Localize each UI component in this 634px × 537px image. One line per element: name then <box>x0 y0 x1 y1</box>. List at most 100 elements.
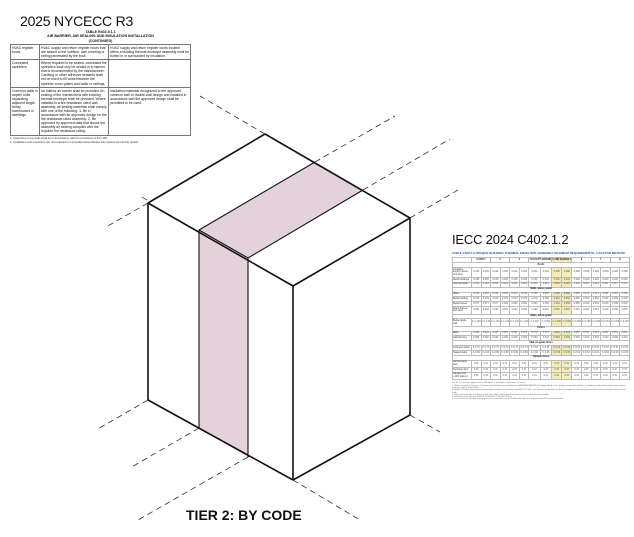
highlight-front-band <box>199 230 248 457</box>
table-cell: 0.051 <box>581 305 592 315</box>
table-cell: 0.31 <box>590 359 602 369</box>
table-cell-air: Where required to be sealed, concealed f… <box>39 59 109 88</box>
table-cell: 0.028 <box>551 266 563 279</box>
table-cell: 0.31 <box>509 371 520 381</box>
table-cell: 0.31 <box>490 359 501 369</box>
table-cell: 0.039 <box>480 266 492 279</box>
table-cell: 0.051 <box>561 305 573 315</box>
table-cell: 0.028 <box>619 266 630 279</box>
table-cell: 0.036 <box>609 305 621 315</box>
band-edge <box>198 229 249 259</box>
table-cell: 0.31 <box>528 359 541 369</box>
table-cell: C-0.092 <box>571 318 582 327</box>
table-cell: 0.064 <box>509 305 520 315</box>
table-cell: C-0.063 <box>600 318 611 327</box>
table-cell: 0.039 <box>499 266 511 279</box>
table-cell: 0.31 <box>561 359 573 369</box>
table-cell: 0.31 <box>600 359 611 369</box>
guide-line <box>409 189 459 219</box>
table-cell: 0.31 <box>539 359 553 369</box>
table-cell: C-1.140 <box>490 318 501 327</box>
table-cell: 0.31 <box>509 359 520 369</box>
iecc-table-title: TABLE C402.1.2 OPAQUE BUILDING THERMAL E… <box>452 251 625 255</box>
guide-line <box>314 115 396 163</box>
table-cell: 0.064 <box>518 305 530 315</box>
table-cell: 0.31 <box>581 371 592 381</box>
guide-line <box>409 414 441 433</box>
table-cell-component: Common walls in duplex units separating … <box>10 86 40 136</box>
row-label: Insulation entirely above roof deck <box>452 266 472 279</box>
table-cell: 0.31 <box>619 359 630 369</box>
table-cell: 0.31 <box>471 359 482 369</box>
table-cell: 0.028 <box>600 266 611 279</box>
table-note: c. Where heated slabs are below grade, t… <box>452 393 550 396</box>
table-continued: (CONTINUED) <box>88 38 113 43</box>
table-cell: 0.31 <box>518 371 530 381</box>
table-cell: 0.31 <box>480 371 492 381</box>
table-cell: 0.032 <box>539 266 553 279</box>
guide-line <box>292 479 361 521</box>
cube-edge <box>264 133 411 219</box>
table-cell: 0.051 <box>590 305 602 315</box>
table-cell: 0.31 <box>518 359 530 369</box>
table-cell: 0.028 <box>571 266 582 279</box>
table-cell: 0.028 <box>609 266 621 279</box>
table-cell: 0.032 <box>528 266 541 279</box>
row-label: Wood framed and other <box>452 305 472 315</box>
table-cell: C-1.140 <box>471 318 482 327</box>
table-cell: 0.31 <box>581 359 592 369</box>
table-cell: 0.064 <box>480 305 492 315</box>
table-label: TABLE R402.5.1.1 <box>85 30 116 34</box>
table-note: e. The U-factor for opaque swinging door… <box>452 398 564 401</box>
highlighted-wall-band <box>199 162 363 457</box>
table-cell: C-0.063 <box>609 318 621 327</box>
table-cell: C-0.119 <box>528 318 541 327</box>
guide-line <box>199 95 266 135</box>
table-cell: 0.31 <box>551 359 563 369</box>
row-label: Nonswinging door <box>452 359 472 369</box>
table-cell: 0.31 <box>600 371 611 381</box>
table-cell: 0.064 <box>471 305 482 315</box>
cube-edge <box>292 414 411 481</box>
table-cell: C-0.063 <box>619 318 630 327</box>
iecc-title: IECC 2024 C402.1.2 <box>452 232 569 247</box>
table-row: Common walls in duplex units separating … <box>10 86 191 136</box>
table-cell: C-0.063 <box>590 318 602 327</box>
table-cell: 0.028 <box>590 266 602 279</box>
band-edge <box>247 189 364 259</box>
table-cell: C-1.140 <box>509 318 520 327</box>
table-cell: 0.31 <box>561 371 573 381</box>
table-cell: 0.31 <box>539 371 553 381</box>
table-note: a. Where assembly U-factors, C-factors a… <box>452 384 626 389</box>
table-cell: 0.31 <box>480 359 492 369</box>
table-cell: 0.31 <box>619 371 630 381</box>
table-cell: 0.31 <box>499 359 511 369</box>
table-notes: For SI: 1 pound per square foot = 4.88 k… <box>452 382 630 400</box>
cube-edge <box>147 133 266 204</box>
table-cell: 0.051 <box>571 305 582 315</box>
guide-line <box>137 456 249 521</box>
table-cell: 0.31 <box>490 371 501 381</box>
table-cell: 0.31 <box>471 371 482 381</box>
table-cell-insulation: Insulation materials recognized to the a… <box>108 86 191 136</box>
table-cell: 0.31 <box>499 371 511 381</box>
table-cell: 0.064 <box>490 305 501 315</box>
cube-edge <box>147 202 294 287</box>
right-face <box>293 218 410 480</box>
table-cell: C-0.092 <box>581 318 592 327</box>
cube-edge <box>292 217 411 287</box>
table-cell: C-1.140 <box>499 318 511 327</box>
guide-line <box>105 202 149 228</box>
table-cell: 0.036 <box>619 305 630 315</box>
table-cell: 0.064 <box>528 305 541 315</box>
table-cell-insulation: HVAC supply and return register boots lo… <box>108 43 191 61</box>
